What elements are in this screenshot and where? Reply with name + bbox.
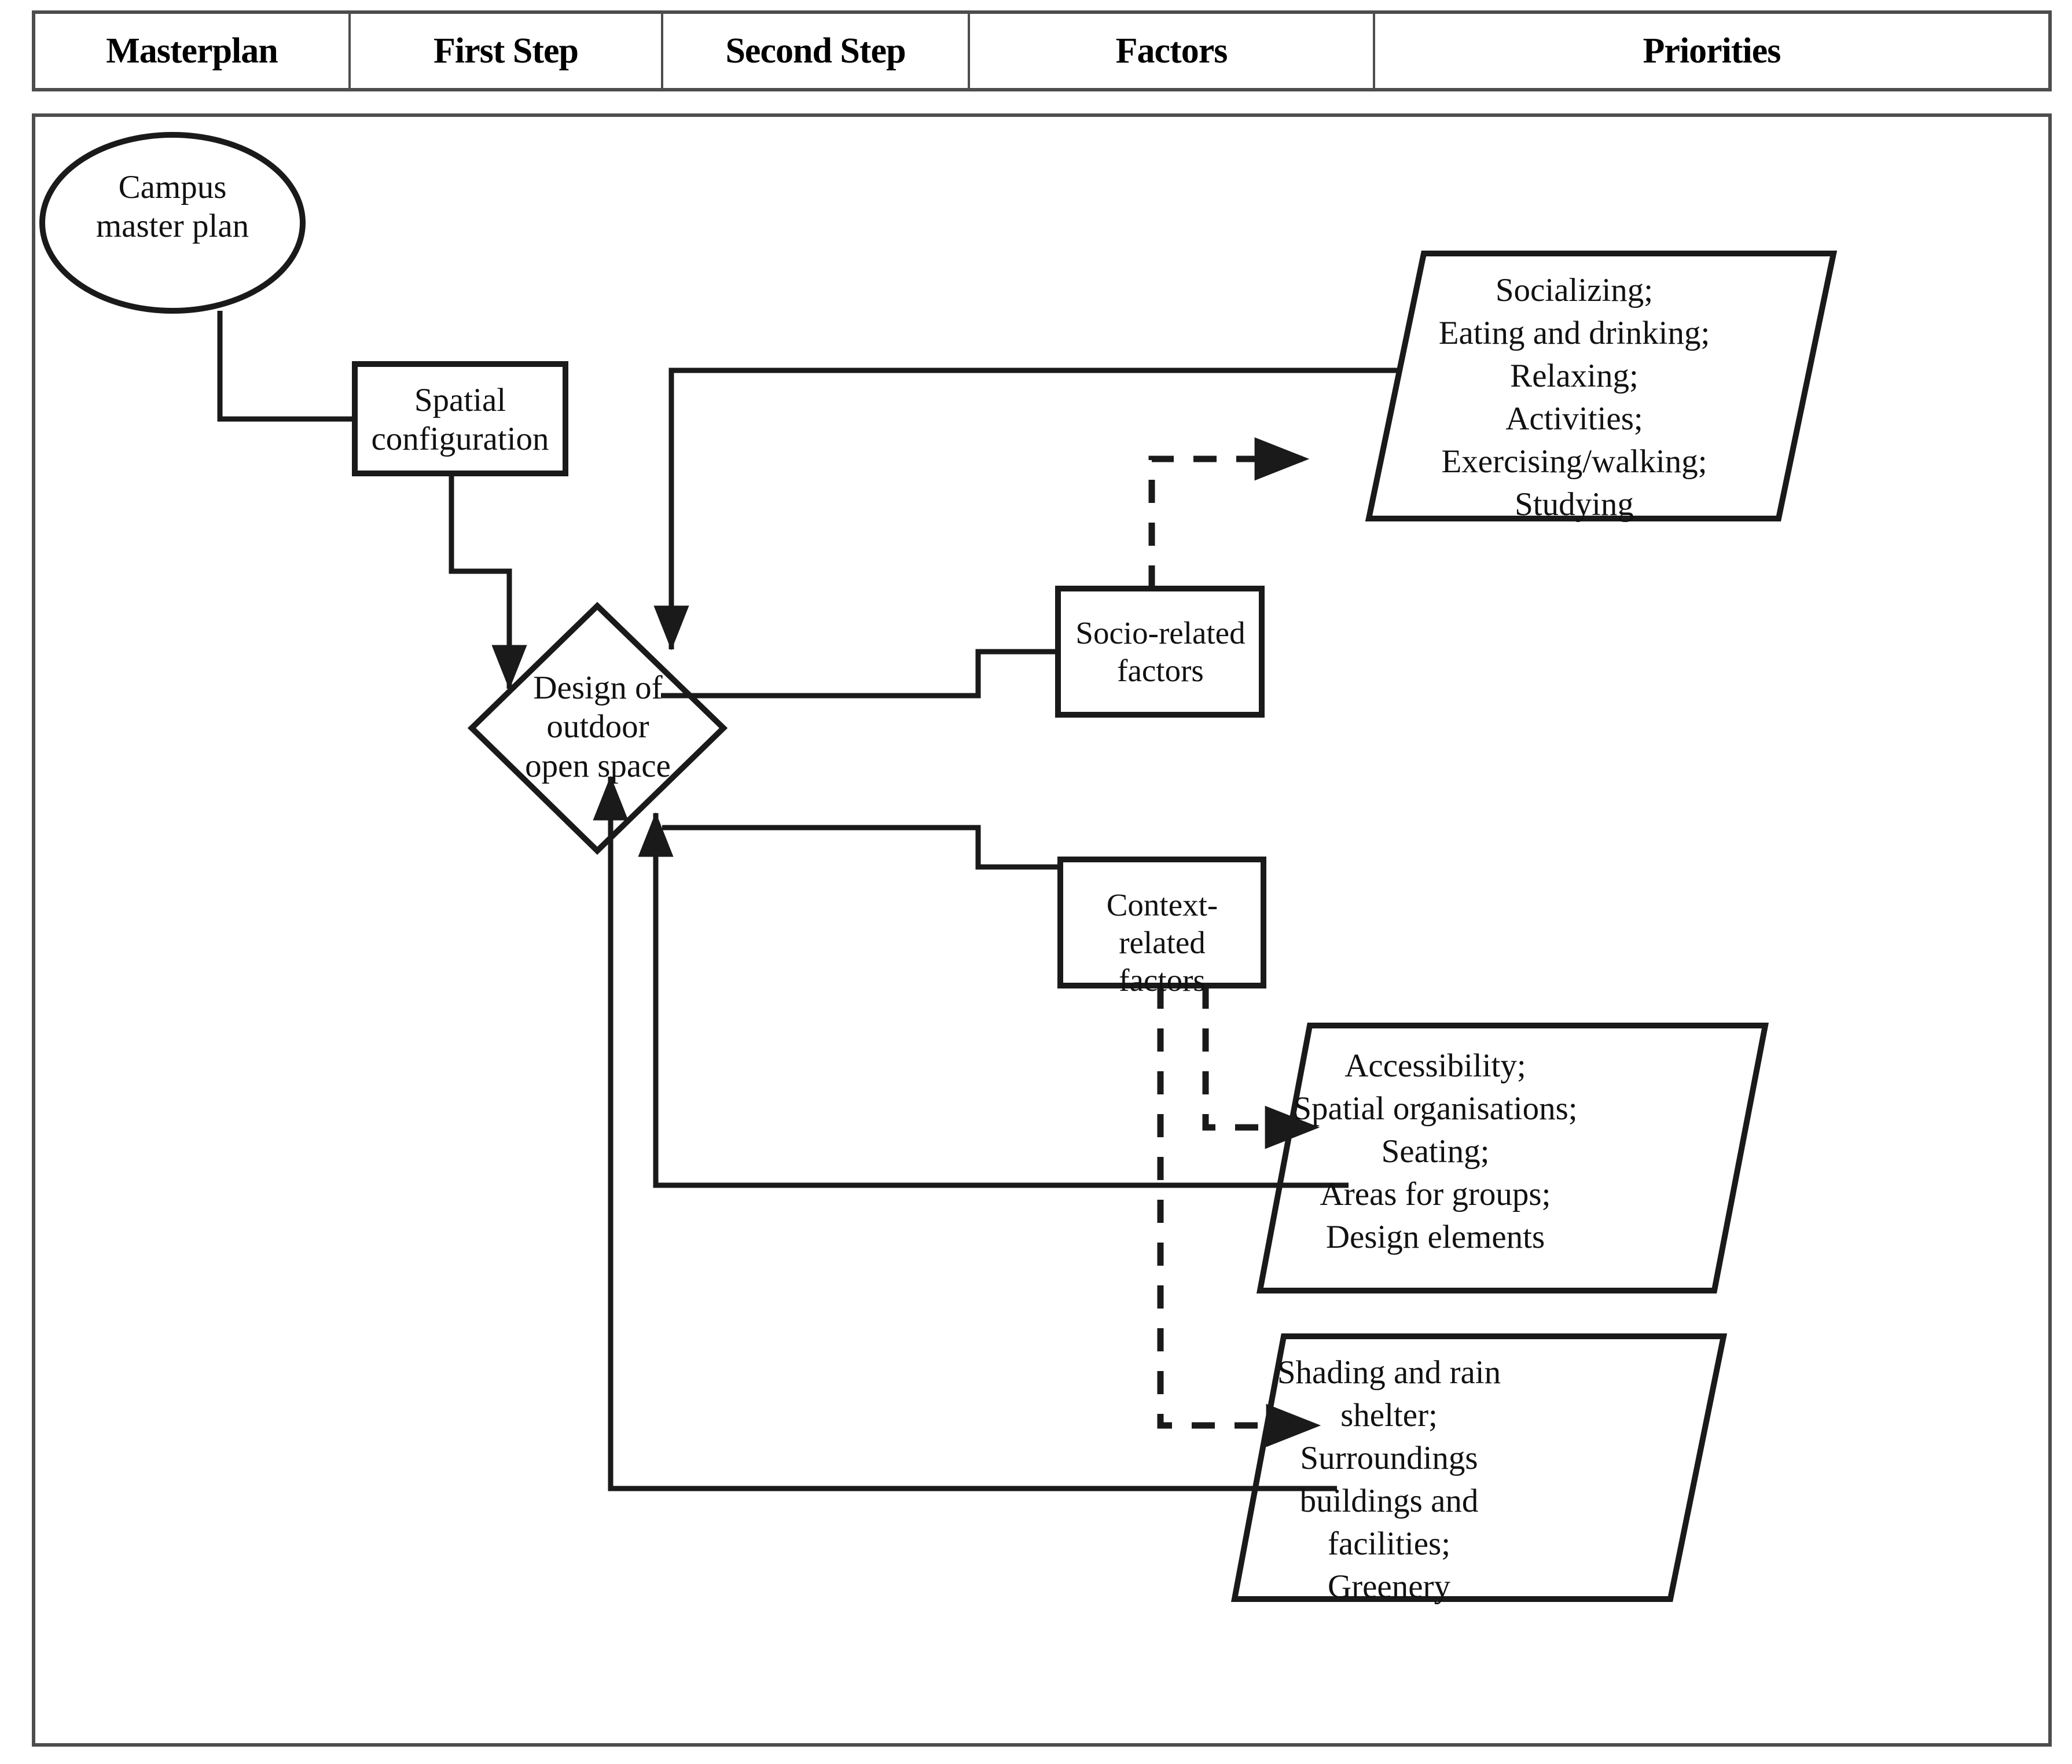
- edge-environmental-priorities-to-design: [593, 776, 1337, 1491]
- shape-environmental-priorities: [1230, 1333, 1728, 1602]
- edge-masterplan-to-spatial: [217, 311, 355, 422]
- header-cell-priorities: Priorities: [1643, 31, 1781, 71]
- shape-spatial-configuration: [352, 361, 568, 476]
- shape-socio-related-factors: [1055, 586, 1265, 718]
- edge-context-factors-to-design: [662, 825, 1060, 870]
- diagram-frame: [32, 113, 2052, 1747]
- header-cell-first-step: First Step: [351, 14, 663, 88]
- edge-context-factors-to-spatial-priorities-dashed: [1202, 986, 1320, 1149]
- column-header-table: Masterplan First Step Second Step Factor…: [32, 10, 2052, 91]
- edge-social-priorities-to-design: [653, 368, 1398, 651]
- header-cell-second-step: Second Step: [663, 14, 970, 88]
- edge-socio-factors-to-social-priorities-dashed: [1148, 437, 1310, 589]
- shape-spatial-priorities: [1256, 1023, 1769, 1293]
- edge-context-factors-to-environmental-priorities-dashed: [1157, 986, 1321, 1447]
- shape-social-priorities: [1365, 251, 1838, 521]
- shape-context-related-factors: [1057, 857, 1266, 988]
- edge-spatial-to-design: [449, 473, 527, 690]
- header-cell-factors: Factors: [970, 14, 1375, 88]
- edge-spatial-priorities-to-design: [638, 812, 1349, 1188]
- header-cell-masterplan: Masterplan: [35, 14, 351, 88]
- edge-socio-factors-to-design: [661, 649, 1058, 699]
- shape-campus-master-plan: [39, 132, 306, 314]
